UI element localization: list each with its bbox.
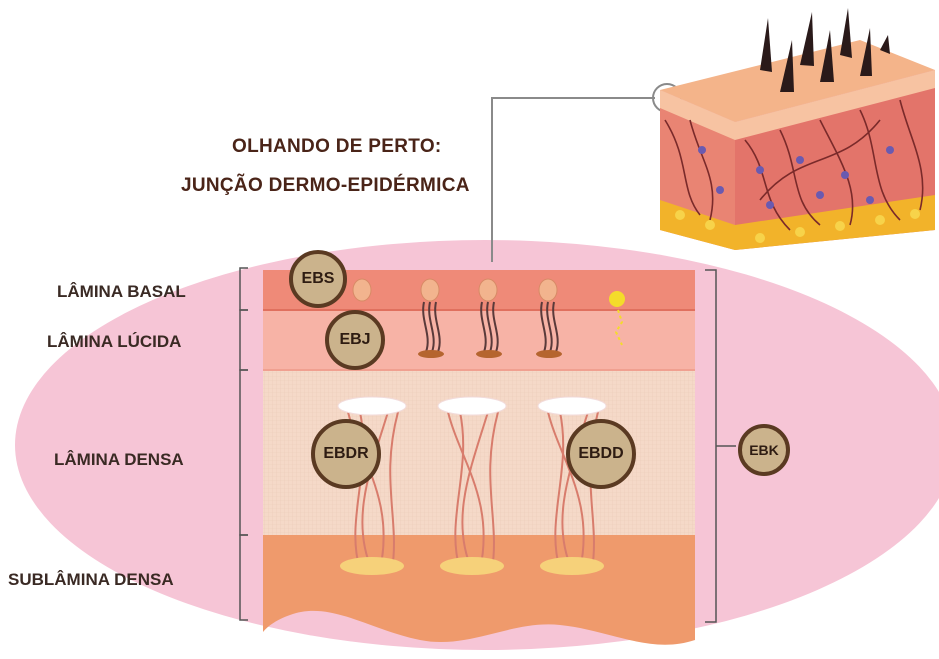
badge-ebdd: EBDD [566, 419, 636, 489]
label-lamina-basal: LÂMINA BASAL [57, 282, 186, 302]
badge-ebj: EBJ [325, 310, 385, 370]
badge-ebdr: EBDR [311, 419, 381, 489]
filament-bases [418, 350, 562, 358]
badge-ebs: EBS [289, 250, 347, 308]
fibril-anchor-plaques [340, 557, 604, 575]
title-line-2: JUNÇÃO DERMO-EPIDÉRMICA [181, 175, 470, 197]
title-line-1: OLHANDO DE PERTO: [232, 136, 442, 158]
fibril-caps [338, 397, 606, 415]
label-lamina-densa: LÂMINA DENSA [54, 450, 184, 470]
callout-line [492, 98, 655, 262]
badge-ebk: EBK [738, 424, 790, 476]
skin-block [660, 8, 935, 250]
yellow-particle [609, 291, 625, 307]
label-lamina-lucida: LÂMINA LÚCIDA [47, 332, 181, 352]
label-sublamina-densa: SUBLÂMINA DENSA [8, 570, 174, 590]
